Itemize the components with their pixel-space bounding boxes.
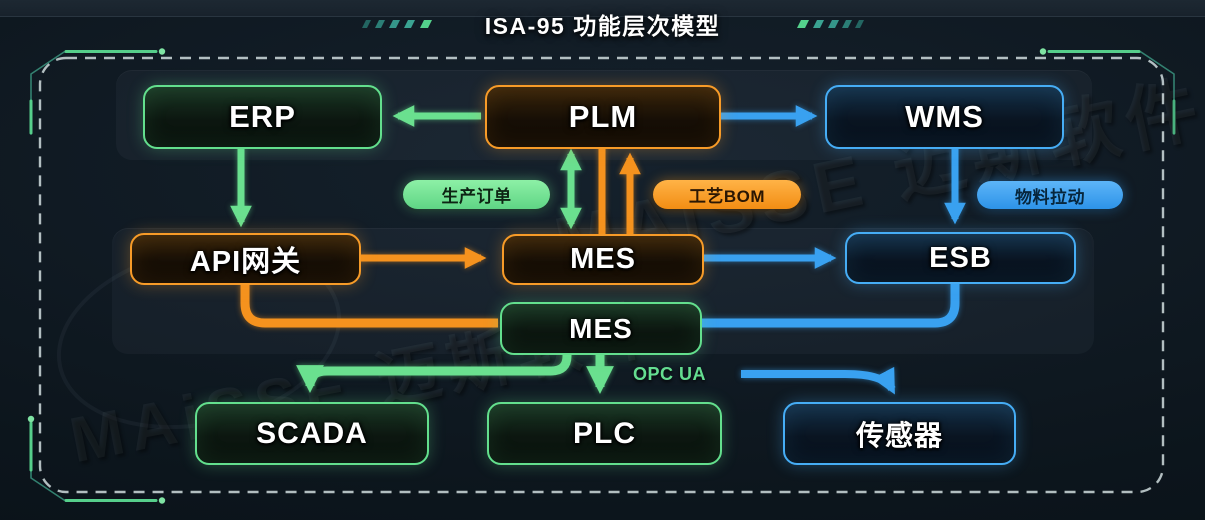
arrow-mes-to-scada (296, 351, 572, 393)
arrow-opcua-to-sensor (741, 366, 896, 395)
edge-label-production-order: 生产订单 (403, 180, 550, 209)
edge-label-process-bom: 工艺BOM (653, 180, 801, 209)
node-esb: ESB (845, 232, 1076, 284)
node-plc: PLC (487, 402, 722, 465)
edge-label-material-pull: 物料拉动 (977, 181, 1123, 209)
node-api-gateway: API网关 (130, 233, 361, 285)
node-sensor: 传感器 (783, 402, 1016, 465)
node-wms: WMS (825, 85, 1064, 149)
node-scada: SCADA (195, 402, 429, 465)
node-mes-lower: MES (500, 302, 702, 355)
edge-label-opc-ua: OPC UA (633, 364, 707, 384)
header-strip (0, 0, 1205, 17)
node-plm: PLM (485, 85, 721, 149)
node-mes-mid: MES (502, 234, 704, 285)
node-erp: ERP (143, 85, 382, 149)
page-title: ISA-95 功能层次模型 (484, 13, 721, 39)
